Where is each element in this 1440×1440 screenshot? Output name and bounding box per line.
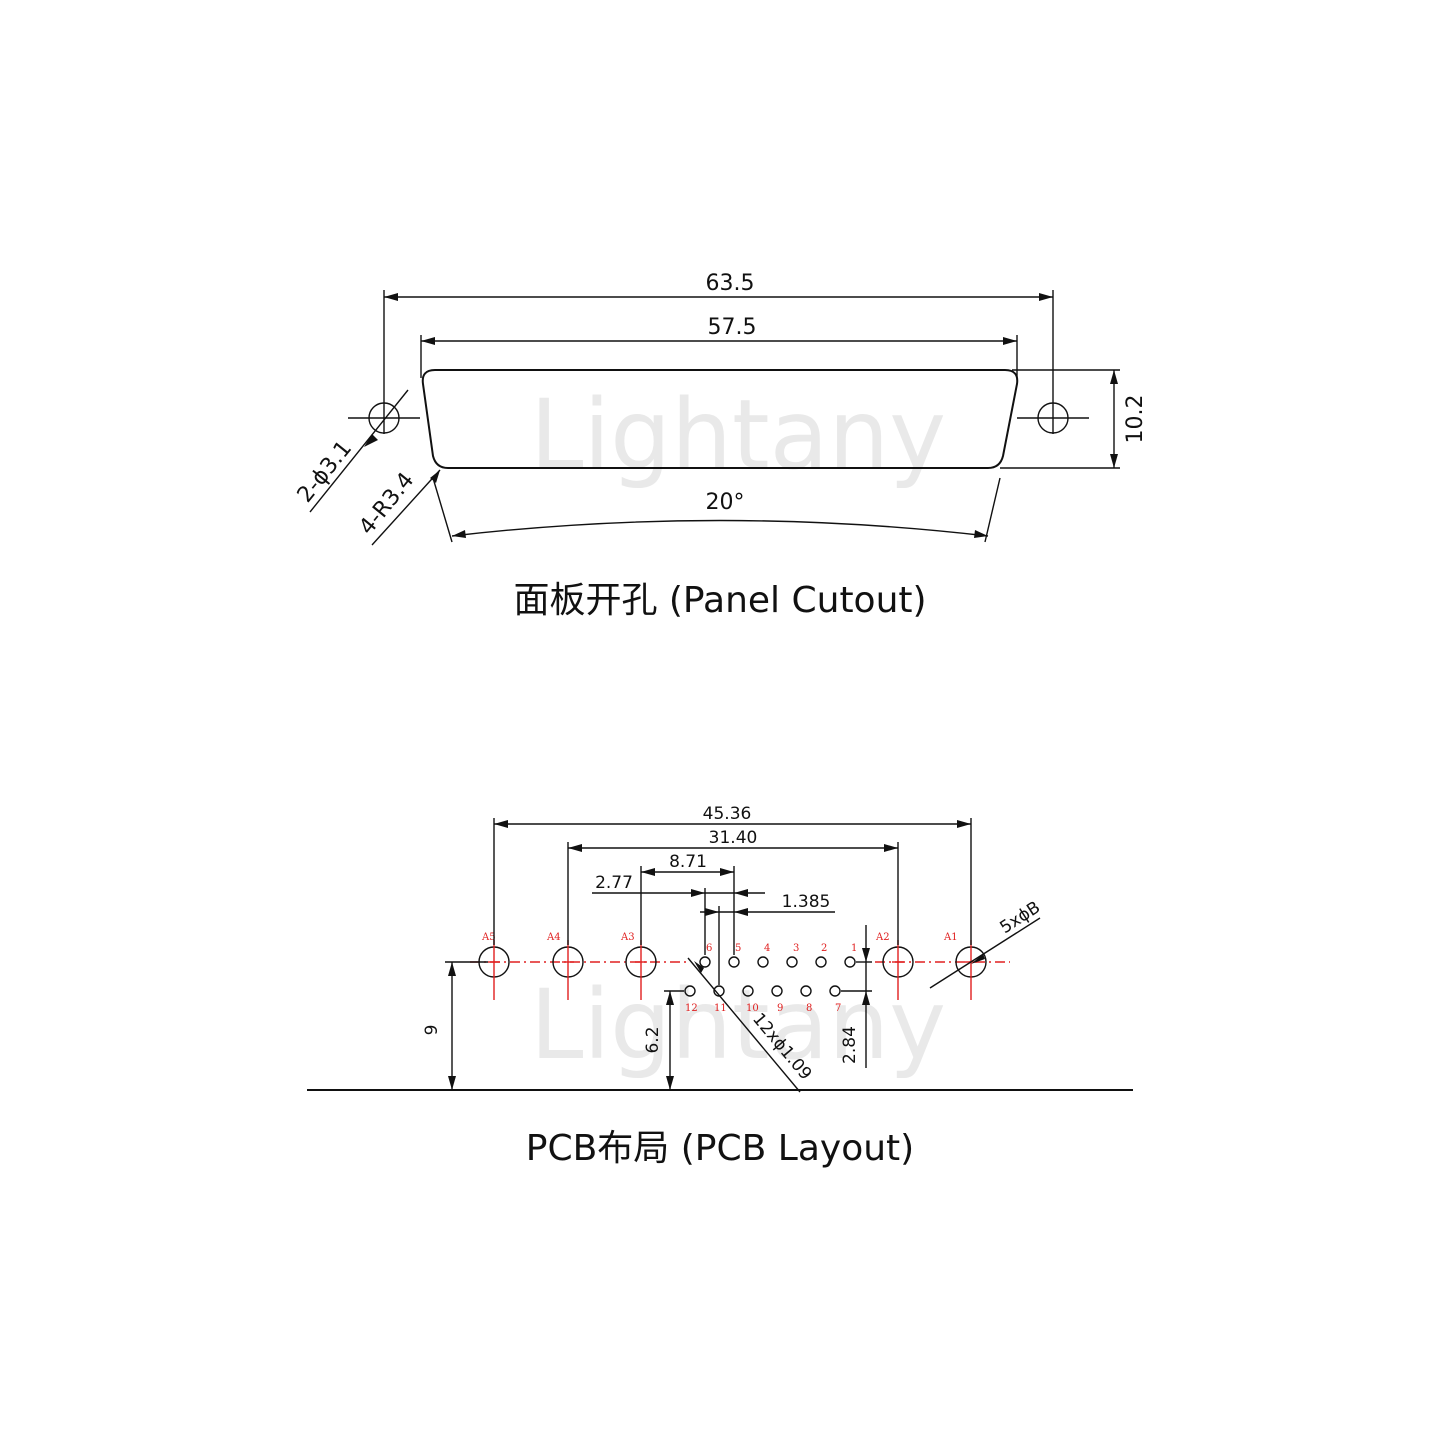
pcb-layout-view: A5 A4 A3 A2 A1 6 5 4 3 2 1 12 11 10 9 8 …	[307, 804, 1133, 1169]
signal-hole-7	[829, 985, 841, 997]
signal-hole-6	[699, 956, 711, 968]
pin-label-4: 4	[764, 943, 770, 954]
dimension-angle	[432, 477, 1001, 543]
dimension-overall-width	[383, 290, 1054, 402]
dimension-a-span	[493, 818, 972, 945]
dimension-row1-height	[445, 961, 488, 1090]
mounting-hole-right	[1017, 402, 1089, 434]
pin-label-a3: A3	[620, 932, 635, 943]
signal-hole-12	[684, 985, 696, 997]
label-half-pitch: 1.385	[782, 892, 831, 912]
caption-pcb-layout: PCB布局 (PCB Layout)	[526, 1128, 914, 1169]
pin-label-6: 6	[706, 943, 712, 954]
dimension-pitch-1	[592, 888, 765, 955]
label-overall-width: 63.5	[706, 271, 755, 296]
pin-label-a5: A5	[481, 932, 496, 943]
signal-hole-9	[771, 985, 783, 997]
pin-label-10: 10	[746, 1003, 759, 1014]
pin-label-3: 3	[793, 943, 799, 954]
dimension-row2-height	[664, 990, 684, 1090]
label-pitch-3: 8.71	[669, 852, 707, 872]
dimension-pitch-3	[640, 866, 735, 955]
dimension-row-gap	[841, 925, 872, 1068]
label-pitch-1: 2.77	[595, 873, 633, 893]
dimension-a-inner	[567, 842, 899, 945]
caption-panel-cutout: 面板开孔 (Panel Cutout)	[513, 580, 926, 621]
pin-label-9: 9	[777, 1003, 783, 1014]
label-angle: 20°	[706, 490, 745, 515]
label-height: 10.2	[1123, 395, 1148, 444]
leader-hole-diameter	[309, 389, 409, 513]
label-a-span: 45.36	[703, 804, 752, 824]
label-large-hole-diameter: 5xϕB	[996, 898, 1044, 939]
label-row1-height: 9	[422, 1025, 442, 1036]
label-a-inner: 31.40	[709, 828, 758, 848]
pin-label-1: 1	[851, 943, 857, 954]
large-hole-a5	[478, 940, 510, 1000]
large-hole-a1	[955, 940, 987, 1000]
large-hole-a4	[552, 940, 584, 1000]
pin-label-7: 7	[835, 1003, 841, 1014]
leader-corner-radius	[371, 469, 441, 546]
leader-large-hole-diameter	[929, 917, 1041, 989]
pin-label-8: 8	[806, 1003, 812, 1014]
label-row2-height: 6.2	[643, 1026, 663, 1053]
signal-hole-3	[786, 956, 798, 968]
watermark-bottom: Lightany	[530, 969, 946, 1081]
pin-label-a1: A1	[943, 932, 958, 943]
dimension-height	[1000, 369, 1120, 469]
pin-label-11: 11	[714, 1003, 727, 1014]
pin-label-a4: A4	[546, 932, 561, 943]
signal-hole-4	[757, 956, 769, 968]
mounting-hole-left	[348, 402, 420, 434]
pin-label-2: 2	[821, 943, 827, 954]
signal-hole-8	[800, 985, 812, 997]
leader-small-hole-diameter	[687, 957, 801, 1093]
large-hole-a3	[625, 940, 657, 1000]
watermark-top: Lightany	[530, 379, 946, 491]
pin-label-a2: A2	[875, 932, 890, 943]
signal-hole-1	[844, 956, 856, 968]
signal-hole-5	[728, 956, 740, 968]
label-opening-width: 57.5	[708, 315, 757, 340]
dimension-half-pitch	[700, 906, 835, 985]
large-hole-a2	[882, 940, 914, 1000]
pin-label-5: 5	[735, 943, 741, 954]
dimension-opening-width	[420, 335, 1018, 378]
pin-label-12: 12	[685, 1003, 698, 1014]
label-hole-diameter: 2-ϕ3.1	[293, 436, 357, 507]
label-row-gap: 2.84	[840, 1026, 860, 1064]
signal-hole-2	[815, 956, 827, 968]
signal-hole-10	[742, 985, 754, 997]
